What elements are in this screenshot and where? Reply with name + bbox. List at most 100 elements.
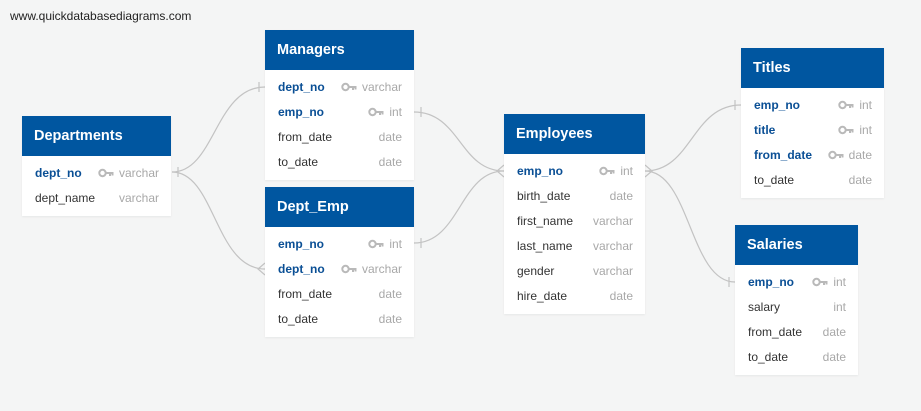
field-row[interactable]: birth_date date	[504, 183, 645, 208]
field-name: gender	[517, 263, 555, 278]
field-name: emp_no	[278, 236, 325, 251]
field-name: from_date	[278, 286, 333, 301]
field-meta: int	[838, 123, 872, 137]
table-header[interactable]: Managers	[265, 30, 414, 70]
key-icon	[368, 239, 384, 249]
table-title: Salaries	[747, 237, 803, 253]
field-meta: date	[610, 289, 633, 303]
key-icon	[838, 125, 854, 135]
field-name: birth_date	[517, 188, 571, 203]
field-type: varchar	[592, 263, 633, 278]
key-icon	[368, 107, 384, 117]
field-row[interactable]: last_name varchar	[504, 233, 645, 258]
key-icon	[599, 166, 615, 176]
field-meta: date	[379, 287, 402, 301]
field-list: emp_no int dept_no varchar from_date date to_d…	[265, 227, 414, 337]
field-type: date	[378, 154, 402, 169]
field-type: varchar	[361, 261, 402, 276]
field-row[interactable]: hire_date date	[504, 283, 645, 308]
field-meta: date	[610, 189, 633, 203]
field-row[interactable]: gender varchar	[504, 258, 645, 283]
field-meta: int	[599, 164, 633, 178]
field-meta: varchar	[119, 191, 159, 205]
link-employees-titles	[644, 104, 742, 172]
table-title: Managers	[277, 42, 345, 58]
field-row[interactable]: from_date date	[741, 142, 884, 167]
field-name: last_name	[517, 238, 573, 253]
field-meta: varchar	[98, 166, 159, 180]
table-title: Employees	[516, 126, 593, 142]
field-meta: varchar	[341, 80, 402, 94]
field-name: hire_date	[517, 288, 568, 303]
field-name: to_date	[278, 154, 319, 169]
field-name: from_date	[754, 147, 813, 162]
field-row[interactable]: from_date date	[265, 124, 414, 149]
key-icon	[341, 82, 357, 92]
field-type: int	[389, 236, 402, 251]
field-row[interactable]: emp_no int	[504, 158, 645, 183]
field-name: salary	[748, 299, 781, 314]
table-title: Titles	[753, 60, 791, 76]
table-dept-emp[interactable]: Dept_Emp emp_no int dept_no varchar from_dat…	[265, 187, 414, 337]
field-type: varchar	[592, 213, 633, 228]
field-row[interactable]: to_date date	[265, 149, 414, 174]
field-type: date	[378, 129, 402, 144]
field-row[interactable]: dept_no varchar	[265, 256, 414, 281]
field-meta: varchar	[341, 262, 402, 276]
field-meta: varchar	[593, 239, 633, 253]
table-header[interactable]: Departments	[22, 116, 171, 156]
field-name: title	[754, 122, 776, 137]
field-meta: int	[368, 105, 402, 119]
field-meta: date	[379, 155, 402, 169]
field-row[interactable]: title int	[741, 117, 884, 142]
field-meta: date	[827, 148, 872, 162]
key-icon	[341, 264, 357, 274]
table-header[interactable]: Dept_Emp	[265, 187, 414, 227]
field-type: int	[389, 104, 402, 119]
field-name: emp_no	[754, 97, 801, 112]
field-row[interactable]: emp_no int	[265, 231, 414, 256]
table-header[interactable]: Employees	[504, 114, 645, 154]
field-name: dept_no	[278, 79, 325, 94]
field-name: from_date	[278, 129, 333, 144]
field-meta: int	[368, 237, 402, 251]
link-employees-salaries	[644, 170, 736, 283]
field-type: date	[609, 188, 633, 203]
field-row[interactable]: from_date date	[265, 281, 414, 306]
table-header[interactable]: Salaries	[735, 225, 858, 265]
field-meta: date	[823, 350, 846, 364]
field-type: varchar	[592, 238, 633, 253]
crowfoot-marker	[644, 164, 653, 178]
field-row[interactable]: dept_no varchar	[265, 74, 414, 99]
crowfoot-marker	[496, 164, 505, 178]
table-header[interactable]: Titles	[741, 48, 884, 88]
field-name: dept_no	[278, 261, 325, 276]
field-meta: date	[823, 325, 846, 339]
field-name: emp_no	[517, 163, 564, 178]
field-type: date	[822, 349, 846, 364]
field-type: int	[620, 163, 633, 178]
field-type: date	[822, 324, 846, 339]
